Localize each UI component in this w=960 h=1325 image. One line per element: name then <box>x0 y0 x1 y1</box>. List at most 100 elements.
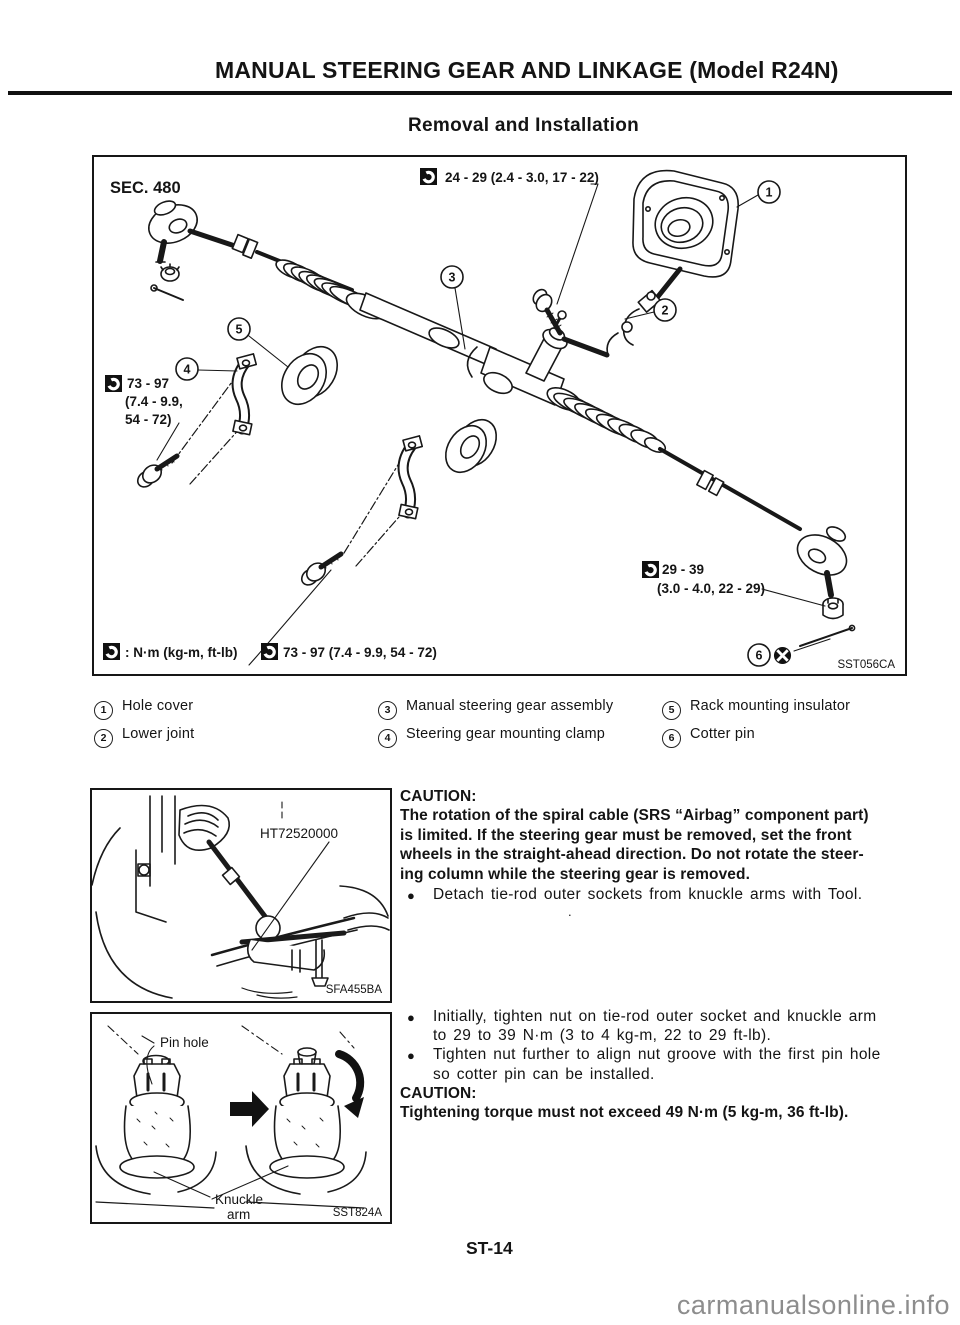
callout-4-num: 4 <box>184 363 191 377</box>
callout-1 <box>757 180 781 204</box>
torque-unit-note: : N·m (kg-m, ft-lb) <box>125 645 237 660</box>
legend-label-1: Hole cover <box>122 698 194 714</box>
tie-rod-removal-figure: HT72520000 SFA455BA <box>91 795 390 999</box>
torque-icon-right <box>642 561 659 578</box>
legend-item-4: 4 Steering gear mounting clamp <box>378 726 605 748</box>
torque-left-label-2: (7.4 - 9.9, <box>125 394 183 409</box>
callout-2 <box>653 298 677 322</box>
watermark: carmanualsonline.info <box>676 1290 950 1320</box>
legend-num-4: 4 <box>378 729 397 748</box>
step-1-line-1: Initially, tighten nut on tie-rod outer … <box>433 1008 877 1025</box>
callouts <box>175 180 781 667</box>
step-2-line-2: so cotter pin can be installed. <box>433 1065 655 1083</box>
callout-4 <box>175 357 199 381</box>
puller-tool-art <box>239 885 390 999</box>
callout-3-num: 3 <box>449 271 456 285</box>
callout-5 <box>227 317 251 341</box>
torque-icon-top <box>420 168 437 185</box>
rotate-arrow-head <box>344 1097 364 1118</box>
lh-tie-rod-end-art <box>148 200 198 301</box>
bullet-icon: ● <box>407 1048 416 1064</box>
knuckle-arm-label-2: arm <box>227 1207 250 1222</box>
detach-bullet-row: ● Detach tie-rod outer sockets from knuc… <box>400 885 912 904</box>
callout-5-num: 5 <box>236 323 243 337</box>
leader-lines <box>156 183 831 666</box>
rh-boot-and-rod-art <box>546 387 802 531</box>
torque-bottom-label: 73 - 97 (7.4 - 9.9, 54 - 72) <box>283 645 437 660</box>
torque-icon-unit-note <box>103 643 120 660</box>
legend-item-6: 6 Cotter pin <box>662 726 755 748</box>
page-title: MANUAL STEERING GEAR AND LINKAGE (Model … <box>215 57 839 83</box>
replace-part-icon <box>773 646 792 665</box>
fig-pin-leaders <box>141 1035 289 1200</box>
torque-icon-bottom <box>261 643 278 660</box>
caution-line-3: wheels in the straight-ahead direction. … <box>400 846 864 864</box>
legend-item-5: 5 Rack mounting insulator <box>662 698 850 720</box>
legend-item-1: 1 Hole cover <box>94 698 193 720</box>
fig-pin-phantom-lines <box>107 1025 355 1055</box>
pin-hole-label: Pin hole <box>160 1035 209 1050</box>
fig-tool-leaders <box>251 801 330 951</box>
callout-2-num: 2 <box>662 304 669 318</box>
fig-tool-box: HT72520000 SFA455BA <box>90 788 392 1003</box>
rh-tie-rod-end-art <box>796 526 856 647</box>
legend-label-4: Steering gear mounting clamp <box>406 726 606 742</box>
rotate-arrow <box>335 1050 365 1102</box>
right-ball-joint-art <box>245 1047 367 1209</box>
figure-code-tool: SFA455BA <box>326 984 383 996</box>
bullet-icon: ● <box>407 1010 416 1025</box>
callout-1-num: 1 <box>766 186 773 200</box>
callout-6 <box>747 643 771 667</box>
lh-clamp-and-insulator-art <box>231 345 338 436</box>
torque-right-label-1: 29 - 39 <box>662 562 704 577</box>
clamp-bolts-art <box>136 453 344 586</box>
castle-nut-pin-hole-figure: Pin hole Knuckle arm SST824A <box>95 1025 382 1222</box>
detach-bullet-text: Detach tie-rod outer sockets from knuckl… <box>433 886 863 904</box>
torque-right-label-2: (3.0 - 4.0, 22 - 29) <box>657 581 765 596</box>
steps-caution-heading: CAUTION: <box>400 1084 477 1102</box>
callout-3 <box>440 265 464 289</box>
caution-block: CAUTION: The rotation of the spiral cabl… <box>400 787 912 919</box>
caution-line-2: is limited. If the steering gear must be… <box>400 826 852 844</box>
legend-label-2: Lower joint <box>122 726 195 742</box>
legend-label-6: Cotter pin <box>690 726 755 742</box>
callout-6-num: 6 <box>756 649 763 663</box>
figure-code-main: SST056CA <box>837 659 895 671</box>
caution-line-4: ing column while the steering gear is re… <box>400 865 750 883</box>
step-2-line-1: Tighten nut further to align nut groove … <box>433 1046 881 1064</box>
torque-icon-left <box>105 375 122 392</box>
upper-bolt-art <box>532 288 563 336</box>
fig-pin-box: Pin hole Knuckle arm SST824A <box>90 1012 392 1224</box>
main-diagram-box: 1 2 3 4 5 6 SEC. 480 24 - 29 (2.4 - 3.0,… <box>92 155 907 676</box>
caution-heading: CAUTION: <box>400 788 477 805</box>
header-rule <box>8 91 952 95</box>
torque-top-label: 24 - 29 (2.4 - 3.0, 17 - 22) <box>445 170 599 185</box>
legend-num-1: 1 <box>94 701 113 720</box>
step-1-line-2: to 29 to 39 N·m (3 to 4 kg-m, 22 to 29 f… <box>433 1027 772 1045</box>
legend-label-5: Rack mounting insulator <box>690 698 851 714</box>
bullet-icon: ● <box>407 888 416 904</box>
step-bullet-2: ● Tighten nut further to align nut groov… <box>400 1045 912 1083</box>
caution-line-1: The rotation of the spiral cable (SRS “A… <box>400 807 869 825</box>
direction-arrow <box>230 1091 269 1127</box>
step-bullet-1: ● Initially, tighten nut on tie-rod oute… <box>400 1007 912 1045</box>
legend-num-5: 5 <box>662 701 681 720</box>
section-title: Removal and Installation <box>408 115 640 136</box>
tool-number-label: HT72520000 <box>260 826 338 841</box>
sec-label: SEC. 480 <box>110 179 181 197</box>
steps-block: ● Initially, tighten nut on tie-rod oute… <box>400 1007 912 1123</box>
legend-num-6: 6 <box>662 729 681 748</box>
legend-num-2: 2 <box>94 729 113 748</box>
left-ball-joint-art <box>95 1054 217 1209</box>
legend-label-3: Manual steering gear assembly <box>406 698 614 714</box>
steering-gear-exploded-diagram: 1 2 3 4 5 6 SEC. 480 24 - 29 (2.4 - 3.0,… <box>103 168 895 671</box>
stray-dot: . <box>568 904 572 920</box>
legend-item-2: 2 Lower joint <box>94 726 194 748</box>
rh-clamp-and-insulator-art <box>397 418 498 520</box>
torque-left-label-1: 73 - 97 <box>127 376 169 391</box>
hole-cover-art <box>632 169 739 278</box>
torque-left-label-3: 54 - 72) <box>125 412 172 427</box>
page-number: ST-14 <box>466 1238 513 1258</box>
